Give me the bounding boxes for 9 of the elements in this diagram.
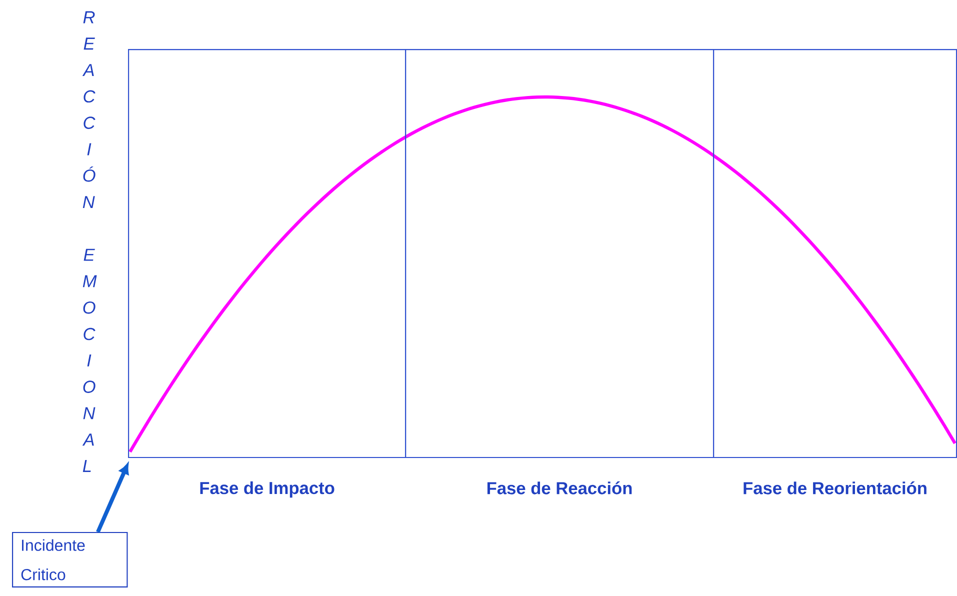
phase-panel: Fase de Impacto <box>128 49 406 498</box>
phase-panel: Fase de Reorientación <box>713 49 957 494</box>
event-box: Incidente Critico <box>12 532 128 588</box>
arrow <box>96 464 129 533</box>
node-label: Fase de Reacción <box>487 481 632 494</box>
node-label: Fase de Reorientación <box>744 481 926 494</box>
phase-panel: Fase de Reacción <box>405 49 714 494</box>
axis-label: REACCIÓN EMOCIONAL <box>82 11 97 472</box>
node-label: Fase de Impacto <box>200 481 334 498</box>
